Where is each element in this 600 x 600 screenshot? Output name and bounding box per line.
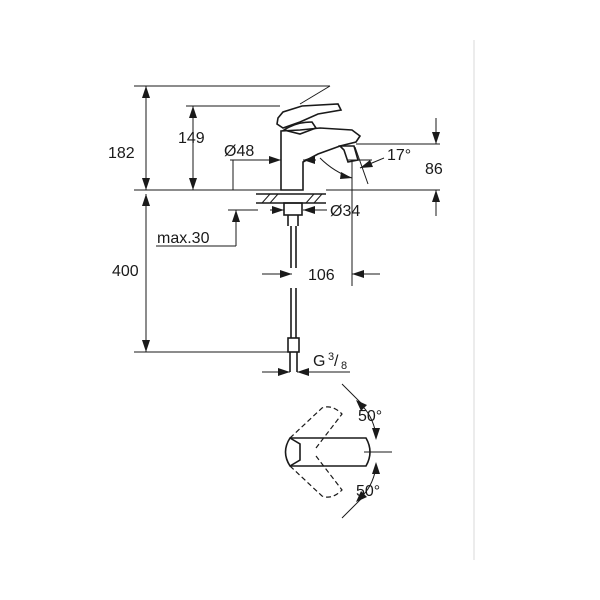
mounting-nut: [283, 202, 303, 216]
lever-top-view: 50° 50°: [284, 383, 392, 519]
dim-connection-fraction-slash: /: [334, 353, 339, 370]
dim-hole-diameter: Ø34: [270, 203, 360, 220]
dim-body-diameter-label: Ø48: [224, 143, 254, 160]
lever-center-position: [284, 437, 371, 467]
dim-body-diameter: Ø48: [224, 143, 316, 190]
faucet-lever: [276, 103, 343, 129]
dim-hole-diameter-label: Ø34: [330, 203, 360, 220]
supply-hose-lower: [290, 288, 297, 338]
dim-hose-length: 400: [112, 194, 288, 353]
faucet-cap: [282, 121, 318, 135]
hose-fitting: [287, 337, 300, 353]
dim-connection-fraction-den: 8: [341, 360, 347, 372]
dim-max-thickness-label: max.30: [157, 230, 210, 247]
dim-connection-fraction-num: 3: [328, 351, 334, 363]
dim-total-height: 182: [108, 85, 331, 191]
dim-spout-angle: 17°: [319, 146, 411, 185]
dim-outlet-height-label: 86: [425, 161, 443, 178]
dim-connection-thread-label: G: [313, 353, 325, 370]
dim-projection: 106: [262, 160, 380, 286]
faucet-body: [280, 127, 362, 191]
dim-max-thickness: max.30: [156, 209, 258, 247]
dim-outlet-height: 86: [326, 118, 443, 216]
lever-angle-up-label: 50°: [358, 408, 382, 425]
dim-projection-label: 106: [308, 267, 335, 284]
lever-angle-down-label: 50°: [356, 483, 380, 500]
countertop-section: [256, 193, 326, 204]
dim-total-height-label: 182: [108, 145, 135, 162]
dim-spout-height-label: 149: [178, 130, 205, 147]
lever-rotated-up: [289, 406, 343, 449]
dim-connection-thread: G 3 / 8: [262, 351, 350, 376]
dim-spout-height: 149: [178, 105, 280, 190]
faucet-side-view: [256, 103, 362, 372]
dim-hose-length-label: 400: [112, 263, 139, 280]
faucet-spout: [338, 145, 360, 163]
lever-rotated-down: [289, 455, 343, 498]
dim-spout-angle-label: 17°: [387, 147, 411, 164]
supply-hose-upper: [290, 226, 297, 268]
